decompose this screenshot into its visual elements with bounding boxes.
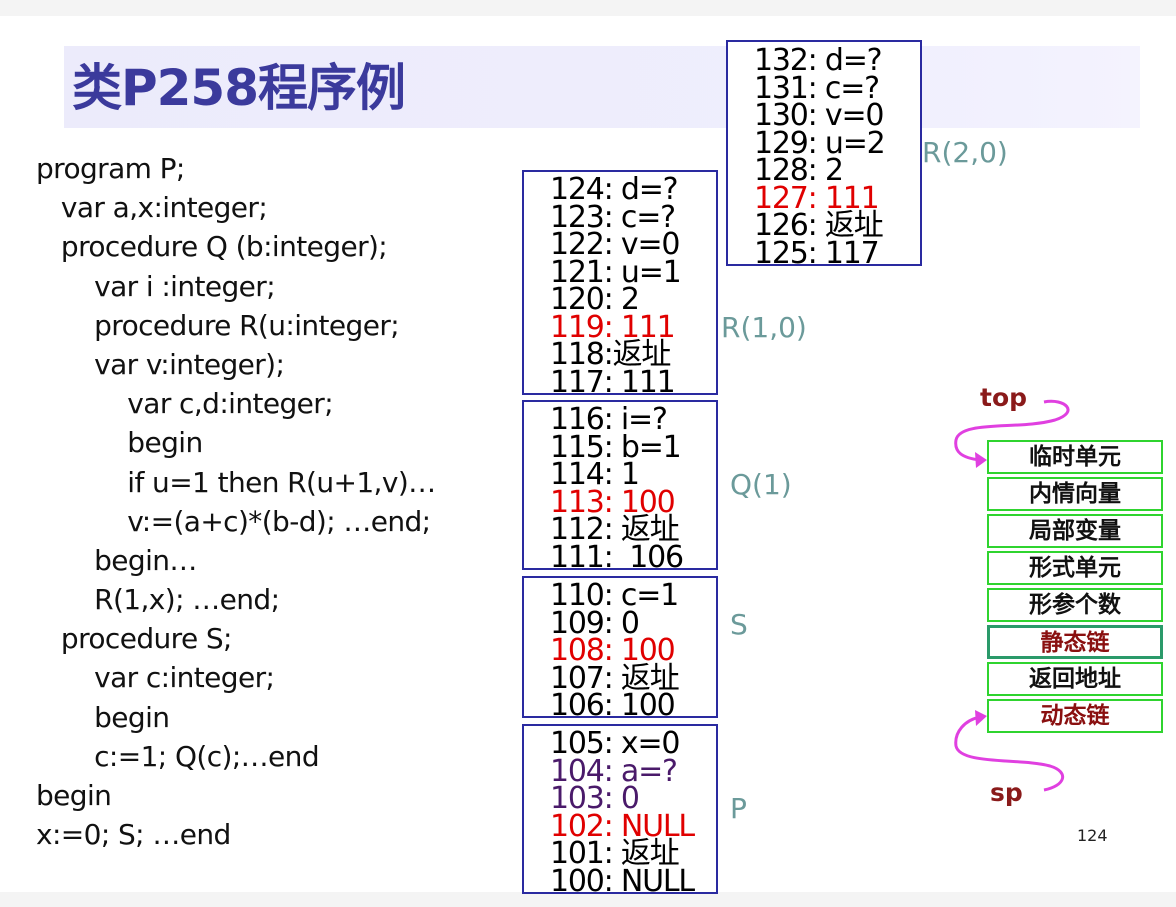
frame-cell: 122: v=0	[550, 227, 680, 262]
code-line: var i :integer;	[36, 269, 276, 303]
frame-s: 110: c=1 109: 0 108: 100 107: 返址 106: 10…	[522, 576, 718, 718]
frame-cell: 119: 111	[550, 309, 676, 345]
sp-pointer-label: sp	[990, 778, 1023, 807]
code-line: R(1,x); …end;	[36, 583, 280, 617]
code-line: begin	[36, 426, 203, 460]
frame-label-r10: R(1,0)	[721, 311, 807, 344]
frame-cell: 127: 111	[754, 180, 880, 216]
code-line: begin	[36, 779, 112, 812]
code-line: var a,x:integer;	[36, 191, 268, 225]
frame-r20: 132: d=? 131: c=? 130: v=0 129: u=2 128:…	[726, 40, 922, 266]
code-line: begin…	[36, 543, 197, 577]
code-line: program P;	[36, 152, 185, 185]
code-line: x:=0; S; …end	[36, 818, 231, 852]
frame-q1: 116: i=? 115: b=1 114: 1 113: 100 112: 返…	[522, 400, 718, 570]
frame-cell: 105: x=0	[550, 726, 680, 761]
frame-cell: 118:返址	[550, 337, 671, 372]
frame-cell: 101: 返址	[550, 836, 680, 871]
sp-arrowhead	[975, 710, 987, 726]
title-band	[64, 46, 1140, 128]
top-arrow	[954, 399, 1070, 462]
slot-param-count: 形参个数	[987, 588, 1163, 622]
frame-cell: 106: 100	[550, 688, 676, 718]
code-line: procedure S;	[36, 622, 233, 656]
slot-dynamic-link: 动态链	[987, 699, 1163, 733]
frame-cell: 129: u=2	[754, 125, 886, 161]
frame-cell: 110: c=1	[550, 578, 679, 613]
page-number: 124	[1077, 826, 1108, 845]
code-listing: program P; var a,x:integer; procedure Q …	[36, 149, 436, 854]
page-title: 类P258程序例	[72, 59, 406, 117]
frame-cell: 131: c=?	[754, 70, 880, 106]
frame-cell: 124: d=?	[550, 172, 679, 207]
code-line: var c,d:integer;	[36, 387, 334, 421]
frame-cell: 128: 2	[754, 153, 844, 188]
frame-label-q1: Q(1)	[730, 468, 792, 501]
frame-label-r20: R(2,0)	[922, 136, 1008, 169]
slot-temporaries: 临时单元	[987, 440, 1163, 474]
frame-cell: 120: 2	[550, 282, 640, 317]
frame-cell: 116: i=?	[550, 402, 668, 437]
frame-cell: 100: NULL	[550, 863, 695, 894]
frame-cell: 132: d=?	[754, 43, 883, 78]
code-line: v:=(a+c)*(b-d); …end;	[36, 504, 431, 538]
frame-cell: 102: NULL	[550, 808, 695, 844]
slot-local-variables: 局部变量	[987, 514, 1163, 548]
frame-cell: 125: 117	[754, 235, 880, 266]
frame-cell: 121: u=1	[550, 254, 682, 290]
code-line: procedure Q (b:integer);	[36, 230, 388, 264]
code-line: begin	[36, 700, 170, 734]
frame-cell: 109: 0	[550, 605, 640, 641]
code-line: var c:integer;	[36, 661, 275, 695]
frame-cell: 103: 0	[550, 781, 640, 816]
frame-p: 105: x=0 104: a=? 103: 0 102: NULL 101: …	[522, 724, 718, 894]
frame-cell: 126: 返址	[754, 208, 884, 243]
sp-arrow	[954, 715, 1064, 792]
frame-cell: 117: 111	[550, 364, 676, 395]
activation-record-diagram: top sp 临时单元 内情向量 局部变量 形式单元 形参个数 静态链 返回地址…	[940, 380, 1176, 820]
frame-cell: 108: 100	[550, 633, 676, 668]
slot-return-address: 返回地址	[987, 662, 1163, 696]
frame-cell: 130: v=0	[754, 98, 884, 133]
frame-cell: 112: 返址	[550, 512, 680, 547]
code-line: c:=1; Q(c);…end	[36, 739, 320, 773]
frame-label-s: S	[730, 608, 748, 641]
slot-dope-vector: 内情向量	[987, 477, 1163, 511]
frame-cell: 115: b=1	[550, 429, 682, 465]
code-line: var v:integer);	[36, 347, 285, 381]
frame-cell: 104: a=?	[550, 753, 678, 789]
frame-cell: 107: 返址	[550, 660, 680, 696]
frame-cell: 113: 100	[550, 484, 676, 520]
frame-r10: 124: d=? 123: c=? 122: v=0 121: u=1 120:…	[522, 170, 718, 395]
code-line: procedure R(u:integer;	[36, 308, 400, 342]
frame-cell: 114: 1	[550, 457, 640, 492]
slot-static-link: 静态链	[987, 625, 1163, 659]
top-arrowhead	[975, 452, 987, 468]
slot-formal-params: 形式单元	[987, 551, 1163, 585]
pointer-arrows	[954, 399, 1070, 792]
top-pointer-label: top	[980, 383, 1028, 412]
frame-cell: 123: c=?	[550, 199, 676, 235]
code-line: if u=1 then R(u+1,v)…	[36, 465, 436, 499]
frame-label-p: P	[730, 792, 747, 825]
frame-cell: 111: 106	[550, 539, 684, 570]
